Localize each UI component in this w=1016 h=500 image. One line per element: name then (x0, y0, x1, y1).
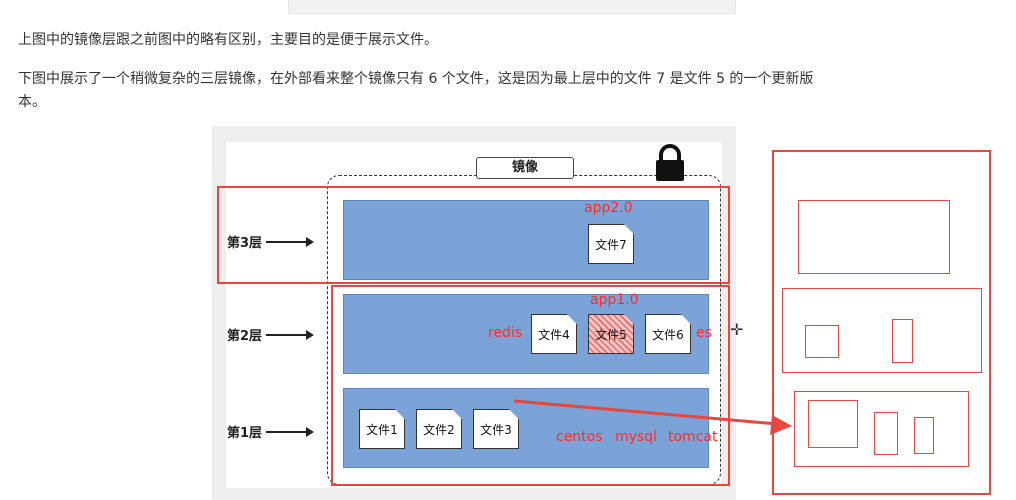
file-6: 文件6 (645, 314, 693, 356)
file-6-label: 文件6 (645, 314, 691, 354)
sketch-layer-1-block-c (914, 417, 934, 454)
file-3: 文件3 (473, 409, 521, 451)
previous-figure-edge (288, 0, 736, 14)
file-7-label: 文件7 (588, 224, 634, 264)
highlight-layers-1-2 (331, 285, 730, 486)
annotation-es: es (696, 325, 712, 341)
file-4: 文件4 (531, 314, 579, 356)
annotation-tomcat: tomcat (668, 429, 718, 445)
sketch-layer-1-block-a (808, 400, 858, 448)
file-2: 文件2 (416, 409, 464, 451)
layer-2-label: 第2层 (227, 325, 315, 344)
annotation-redis: redis (488, 325, 523, 341)
annotation-mysql: mysql (615, 429, 657, 445)
highlight-layer-3 (217, 186, 730, 284)
file-4-label: 文件4 (531, 314, 577, 354)
sketch-layer-2 (782, 288, 982, 373)
paragraph-1: 上图中的镜像层跟之前图中的略有区别，主要目的是便于展示文件。 (18, 32, 438, 48)
red-arrow-icon (513, 399, 792, 435)
file-2-label: 文件2 (416, 409, 462, 449)
paragraph-2-line-2: 本。 (18, 94, 46, 110)
sketch-layer-2-block-b (892, 319, 913, 363)
arrow-right-icon (266, 426, 315, 437)
file-5-label: 文件5 (588, 314, 634, 354)
file-1: 文件1 (359, 409, 407, 451)
annotation-app1: app1.0 (590, 292, 639, 308)
layer-3-label-text: 第3层 (227, 236, 263, 251)
layer-3-label: 第3层 (227, 232, 315, 251)
sketch-layer-3 (798, 200, 950, 274)
layer-1-label: 第1层 (227, 422, 315, 441)
annotation-app2: app2.0 (584, 200, 633, 216)
layer-3-box (343, 200, 709, 280)
arrow-right-icon (266, 329, 315, 340)
sketch-layer-1 (794, 391, 969, 467)
sketch-layer-1-block-b (874, 412, 898, 455)
file-7: 文件7 (588, 224, 636, 266)
sketch-outer-container (772, 150, 991, 495)
layer-2-label-text: 第2层 (227, 329, 263, 344)
file-3-label: 文件3 (473, 409, 519, 449)
lock-icon (656, 144, 684, 181)
arrow-right-icon (266, 236, 315, 247)
image-label: 镜像 (476, 157, 574, 179)
file-5: 文件5 (588, 314, 636, 356)
crosshair-cursor-icon: ✛ (730, 320, 744, 339)
paragraph-2-line-1: 下图中展示了一个稍微复杂的三层镜像，在外部看来整个镜像只有 6 个文件，这是因为… (18, 71, 814, 87)
sketch-layer-2-block-a (805, 325, 839, 358)
annotation-centos: centos (556, 429, 603, 445)
file-1-label: 文件1 (359, 409, 405, 449)
layer-1-label-text: 第1层 (227, 426, 263, 441)
